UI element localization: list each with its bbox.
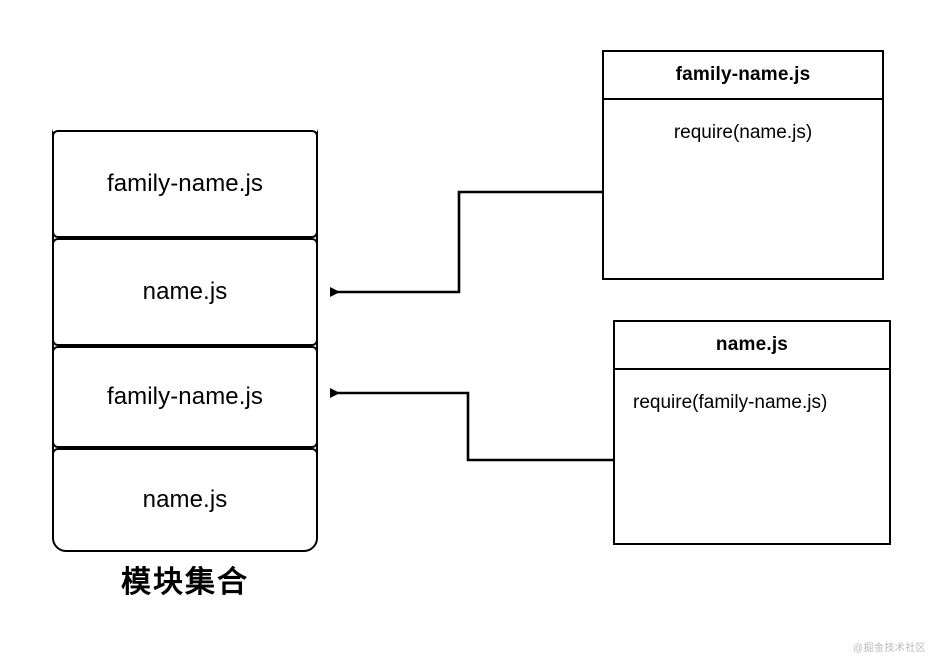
module-card-require-statement: require(family-name.js) [633,392,828,413]
module-stack-cell-family-name-2[interactable]: family-name.js [52,346,318,448]
connector-family-name-to-name [330,190,602,297]
module-stack-cell-name-1[interactable]: name.js [52,238,318,346]
module-card-header: family-name.js [604,52,882,100]
module-stack-cell-empty[interactable] [52,60,318,134]
module-card-body: require(name.js) [604,100,882,300]
module-stack-cell-label: name.js [142,486,228,513]
module-stack-cell-label: family-name.js [106,170,264,197]
module-stack-cell-label: family-name.js [106,383,264,410]
module-card-family-name[interactable]: family-name.js require(name.js) [602,50,884,280]
module-card-name[interactable]: name.js require(family-name.js) [613,320,891,545]
module-stack-cell-family-name-1[interactable]: family-name.js [52,130,318,238]
module-stack-cell-name-2[interactable]: name.js [52,448,318,552]
module-stack-cell-label: name.js [142,278,228,305]
connector-name-to-family-name [330,388,613,462]
module-stack-caption: 模块集合 [121,566,249,599]
module-card-body: require(family-name.js) [615,370,889,565]
module-card-title: name.js [715,334,789,355]
module-card-header: name.js [615,322,889,370]
module-card-title: family-name.js [675,64,811,85]
module-stack: family-name.js name.js family-name.js na… [52,60,318,552]
module-card-require-statement: require(name.js) [673,122,813,143]
watermark: @掘金技术社区 [853,643,926,654]
